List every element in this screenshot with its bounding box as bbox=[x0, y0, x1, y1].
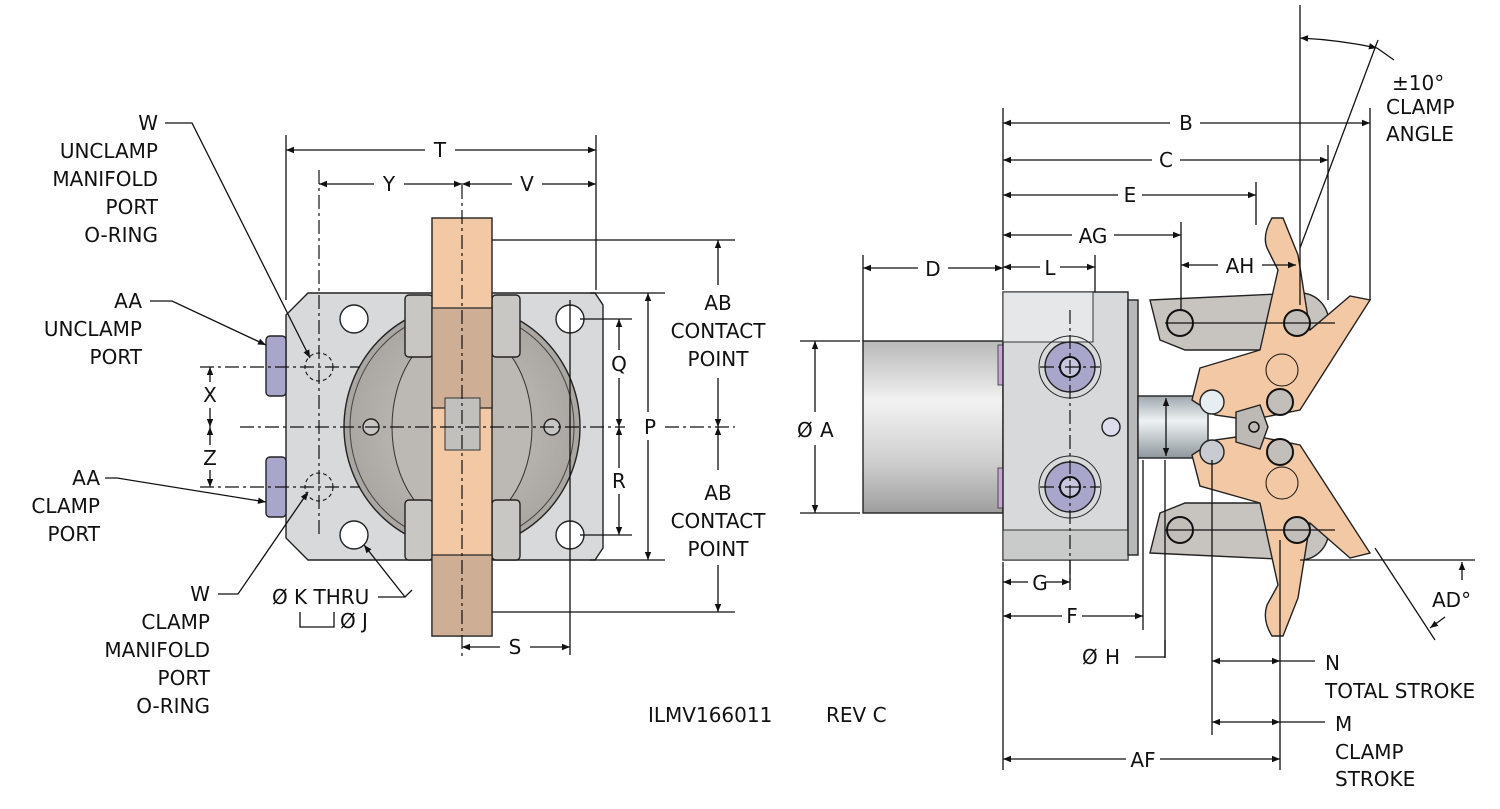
svg-text:AB: AB bbox=[704, 481, 731, 505]
svg-text:CONTACT: CONTACT bbox=[671, 319, 767, 343]
svg-text:PORT: PORT bbox=[106, 195, 159, 219]
svg-text:UNCLAMP: UNCLAMP bbox=[60, 139, 158, 163]
svg-text:CLAMP: CLAMP bbox=[141, 610, 210, 634]
ab-bottom-callout: AB CONTACT POINT bbox=[671, 481, 767, 561]
svg-text:TOTAL STROKE: TOTAL STROKE bbox=[1324, 679, 1475, 703]
dim-t: T bbox=[433, 138, 447, 162]
dim-p: P bbox=[644, 415, 656, 439]
aa-clamp-callout: AA CLAMP PORT bbox=[31, 466, 100, 546]
total-stroke-callout: N TOTAL STROKE bbox=[1324, 651, 1475, 703]
upper-clamp-jaw bbox=[1191, 217, 1372, 421]
svg-text:J: J bbox=[360, 609, 368, 633]
svg-text:A: A bbox=[820, 418, 834, 442]
svg-text:Ø: Ø bbox=[272, 585, 288, 609]
dim-v: V bbox=[520, 172, 534, 196]
svg-text:MANIFOLD: MANIFOLD bbox=[104, 638, 210, 662]
svg-text:O-RING: O-RING bbox=[136, 694, 210, 718]
svg-text:MANIFOLD: MANIFOLD bbox=[52, 167, 158, 191]
roller bbox=[404, 499, 434, 561]
w-unclamp-callout: W UNCLAMP MANIFOLD PORT O-RING bbox=[52, 111, 158, 247]
mounting-hole bbox=[339, 304, 369, 334]
lower-clamp-jaw bbox=[1191, 434, 1372, 637]
drawing-revision: REV C bbox=[826, 703, 887, 727]
svg-text:AB: AB bbox=[704, 291, 731, 315]
dim-z: Z bbox=[203, 446, 217, 470]
hole-callout: Ø K THRU Ø J bbox=[272, 585, 369, 633]
svg-text:CONTACT: CONTACT bbox=[671, 509, 767, 533]
dim-d: D bbox=[925, 257, 940, 281]
dim-r: R bbox=[612, 469, 626, 493]
unclamp-port bbox=[265, 335, 287, 397]
drawing-number: ILMV166011 bbox=[648, 703, 772, 727]
svg-text:CLAMP: CLAMP bbox=[1335, 740, 1404, 764]
svg-text:STROKE: STROKE bbox=[1335, 767, 1415, 791]
dim-x: X bbox=[203, 383, 217, 407]
svg-text:Ø: Ø bbox=[797, 418, 813, 442]
svg-text:W: W bbox=[190, 582, 210, 606]
svg-text:AA: AA bbox=[72, 466, 100, 490]
clamp-stroke-callout: M CLAMP STROKE bbox=[1335, 712, 1415, 791]
svg-text:Ø: Ø bbox=[1082, 645, 1098, 669]
svg-text:H: H bbox=[1105, 645, 1120, 669]
w-clamp-callout: W CLAMP MANIFOLD PORT O-RING bbox=[104, 582, 210, 718]
ab-top-callout: AB CONTACT POINT bbox=[671, 291, 767, 371]
svg-text:POINT: POINT bbox=[688, 347, 750, 371]
dim-f: F bbox=[1066, 604, 1078, 628]
dim-af: AF bbox=[1130, 748, 1155, 772]
dim-ah: AH bbox=[1226, 254, 1255, 278]
side-view: B C E AG L AH D Ø A ±10° bbox=[797, 5, 1475, 791]
dim-g: G bbox=[1032, 571, 1048, 595]
dim-c: C bbox=[1159, 148, 1173, 172]
svg-text:±10°: ±10° bbox=[1392, 71, 1444, 95]
svg-text:CLAMP: CLAMP bbox=[1386, 95, 1455, 119]
dim-l: L bbox=[1044, 256, 1056, 280]
piston-rod bbox=[1137, 395, 1209, 459]
mounting-hole bbox=[339, 520, 369, 550]
dim-h: Ø H bbox=[1082, 645, 1120, 669]
svg-text:POINT: POINT bbox=[688, 537, 750, 561]
ad-angle: AD° bbox=[1432, 588, 1471, 612]
svg-text:O-RING: O-RING bbox=[84, 223, 158, 247]
svg-text:UNCLAMP: UNCLAMP bbox=[44, 317, 142, 341]
cylinder-body bbox=[862, 340, 1004, 514]
clamp-angle-callout: ±10° CLAMP ANGLE bbox=[1386, 71, 1455, 146]
svg-text:N: N bbox=[1325, 651, 1340, 675]
svg-text:PORT: PORT bbox=[90, 345, 143, 369]
dim-s: S bbox=[509, 635, 522, 659]
svg-text:PORT: PORT bbox=[158, 666, 211, 690]
svg-text:K THRU: K THRU bbox=[294, 585, 369, 609]
dim-y: Y bbox=[382, 172, 396, 196]
svg-text:ANGLE: ANGLE bbox=[1386, 122, 1454, 146]
roller bbox=[404, 294, 434, 358]
dim-e: E bbox=[1124, 183, 1137, 207]
dim-b: B bbox=[1179, 111, 1193, 135]
dim-q: Q bbox=[611, 352, 627, 376]
roller bbox=[491, 294, 521, 358]
svg-text:AA: AA bbox=[114, 289, 142, 313]
svg-text:CLAMP: CLAMP bbox=[31, 494, 100, 518]
dim-a: Ø A bbox=[797, 418, 834, 442]
front-view: T Y V X Z Q R P bbox=[31, 111, 766, 718]
svg-text:PORT: PORT bbox=[48, 522, 101, 546]
dim-ag: AG bbox=[1079, 224, 1108, 248]
roller bbox=[491, 499, 521, 561]
svg-text:W: W bbox=[138, 111, 158, 135]
svg-text:Ø: Ø bbox=[340, 609, 356, 633]
aa-unclamp-callout: AA UNCLAMP PORT bbox=[44, 289, 143, 369]
svg-text:M: M bbox=[1335, 712, 1352, 736]
